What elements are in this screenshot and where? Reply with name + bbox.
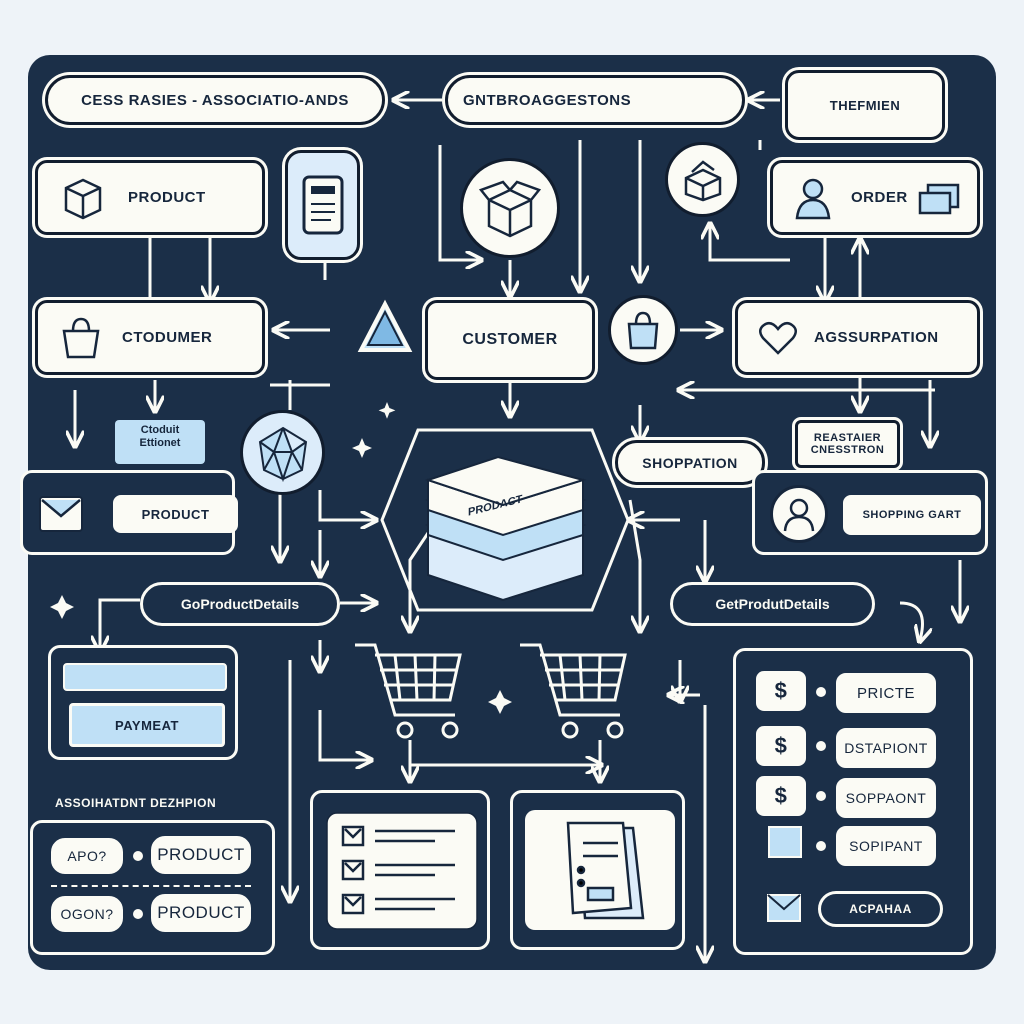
- gem-circle[interactable]: [240, 410, 325, 495]
- thefmien-node[interactable]: Thefmien: [785, 70, 945, 140]
- product-mid-pill: Product: [113, 495, 238, 533]
- ogon-label: Ogon?: [60, 906, 114, 922]
- card-node[interactable]: [285, 150, 360, 260]
- mail-icon: [39, 496, 83, 532]
- goproduct-label: GoProductDetails: [180, 596, 300, 612]
- image-icon: [768, 826, 802, 858]
- cess-rasies-node[interactable]: Cess Rasies - Associatio-ands: [45, 75, 385, 125]
- pricte-pill[interactable]: Pricte: [836, 673, 936, 713]
- agssurpation-node[interactable]: Agssurpation: [735, 300, 980, 375]
- gntbro-node[interactable]: Gntbroaggestons: [445, 75, 745, 125]
- order-node[interactable]: Order: [770, 160, 980, 235]
- customer-label: Customer: [462, 331, 558, 348]
- ctodumer-label: Ctodumer: [122, 329, 213, 346]
- order-label: Order: [851, 189, 908, 206]
- cart-card-icon: [918, 183, 959, 214]
- sopipant-pill[interactable]: Sopipant: [836, 826, 936, 866]
- shopping-cart-icon[interactable]: [515, 630, 635, 750]
- assoc-desc-title: Assoihatdnt Dezhpion: [55, 796, 217, 810]
- apo-label: Apo?: [67, 848, 107, 864]
- checklist-card[interactable]: [310, 790, 490, 950]
- payment-card: Paymeat: [48, 645, 238, 760]
- product-top-label: Product: [128, 189, 206, 206]
- customer-node[interactable]: Customer: [425, 300, 595, 380]
- sopipant-label: Sopipant: [849, 838, 923, 854]
- person-icon: [795, 178, 831, 219]
- dstapiont-pill[interactable]: Dstapiont: [836, 728, 936, 768]
- reastaier-label: Reastaier Cnesstron: [810, 432, 885, 456]
- shopping-gart-pill: Shopping Gart: [843, 495, 981, 535]
- goproduct-pill[interactable]: GoProductDetails: [140, 582, 340, 626]
- card-icon: [302, 175, 343, 235]
- shopping-gart-label: Shopping Gart: [862, 509, 962, 521]
- getprodut-pill[interactable]: GetProdutDetails: [670, 582, 875, 626]
- product-b-label: Product: [157, 903, 245, 922]
- checklist-icon: [326, 812, 478, 930]
- shopping-bag-icon: [627, 311, 659, 350]
- gntbro-label: Gntbroaggestons: [463, 91, 632, 109]
- apo-pill[interactable]: Apo?: [51, 838, 123, 874]
- heart-icon: [759, 321, 797, 355]
- product-top-node[interactable]: Product: [35, 160, 265, 235]
- shoppation-label: Shoppation: [642, 454, 738, 471]
- payment-label: Paymeat: [115, 717, 179, 733]
- cess-rasies-label: Cess Rasies - Associatio-ands: [81, 91, 349, 109]
- dollar-icon: $: [756, 671, 806, 711]
- shopping-cart-icon[interactable]: [350, 630, 470, 750]
- getprodut-label: GetProdutDetails: [715, 596, 830, 612]
- product-a-label: Product: [157, 845, 245, 864]
- payment-field[interactable]: [63, 663, 227, 691]
- dstapiont-label: Dstapiont: [844, 740, 928, 756]
- cubes-icon: [684, 159, 721, 201]
- ctoduit-tag: Ctoduit Ettionet: [115, 420, 205, 464]
- product-mid-label: Product: [141, 506, 210, 522]
- box-icon: [64, 178, 102, 219]
- product-mid-node[interactable]: Product: [20, 470, 238, 555]
- shopping-gart-node[interactable]: Shopping Gart: [752, 470, 988, 555]
- open-box-circle[interactable]: [460, 158, 560, 258]
- stacked-box-icon[interactable]: [378, 425, 632, 615]
- pricte-label: Pricte: [856, 684, 915, 702]
- agssurpation-label: Agssurpation: [814, 329, 939, 346]
- envelope-icon: [767, 894, 801, 922]
- dollar-icon: $: [756, 776, 806, 816]
- assoc-desc-panel: Apo? Product Ogon? Product: [30, 820, 275, 955]
- open-box-icon: [478, 180, 542, 238]
- shoppation-node[interactable]: Shoppation: [615, 440, 765, 485]
- thefmien-label: Thefmien: [829, 97, 901, 113]
- reastaier-node[interactable]: Reastaier Cnesstron: [795, 420, 900, 468]
- ctoduit-label: Ctoduit Ettionet: [139, 424, 181, 449]
- payment-button[interactable]: Paymeat: [69, 703, 225, 747]
- documents-card[interactable]: [510, 790, 685, 950]
- ogon-pill[interactable]: Ogon?: [51, 896, 123, 932]
- avatar-icon: [783, 498, 815, 532]
- acpahaa-pill[interactable]: Acpahaa: [818, 891, 943, 927]
- shopping-bag-circle[interactable]: [608, 295, 678, 365]
- ctodumer-node[interactable]: Ctodumer: [35, 300, 265, 375]
- soppaont-label: Soppaont: [845, 790, 927, 806]
- triangle-icon: [357, 299, 413, 352]
- product-b-pill[interactable]: Product: [151, 894, 251, 932]
- acpahaa-label: Acpahaa: [849, 902, 912, 916]
- dollar-icon: $: [756, 726, 806, 766]
- product-a-pill[interactable]: Product: [151, 836, 251, 874]
- soppaont-pill[interactable]: Soppaont: [836, 778, 936, 818]
- documents-icon: [525, 810, 675, 930]
- price-list-panel: $ Pricte $ Dstapiont $ Soppaont Sopipant…: [733, 648, 973, 955]
- cubes-circle[interactable]: [665, 142, 740, 217]
- bag-icon: [62, 317, 100, 358]
- gem-icon: [258, 426, 307, 482]
- avatar-circle: [770, 485, 828, 543]
